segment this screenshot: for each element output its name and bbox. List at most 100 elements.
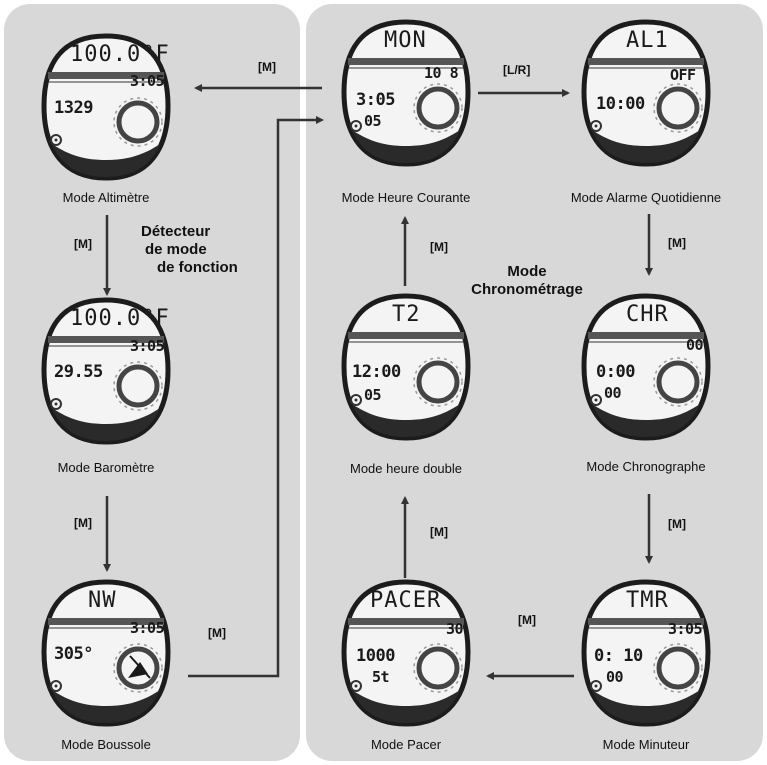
lcd-top-reading: T2 <box>392 302 421 327</box>
mode-caption-alarm: Mode Alarme Quotidienne <box>570 190 722 205</box>
watch-bezel-band <box>52 690 160 723</box>
lcd-separator-bar <box>348 618 464 625</box>
watch-display-dual-time <box>340 292 472 442</box>
watch-bezel-band <box>52 144 160 177</box>
watch-display-barometer <box>40 296 172 446</box>
watch-display-alarm <box>580 18 712 168</box>
lcd-time: 3:05 <box>130 72 165 90</box>
transition-label: [M] <box>518 613 536 627</box>
lcd-time: 3:05 <box>130 619 165 637</box>
lcd-seconds: 00 <box>606 668 624 686</box>
analog-dial <box>416 360 460 404</box>
lcd-top-reading: NW <box>88 588 117 613</box>
watch-bezel-band <box>352 130 460 163</box>
title-line: de fonction <box>157 259 238 276</box>
title-line: Détecteur <box>141 223 211 240</box>
mode-indicator-icon <box>50 134 62 146</box>
watch-display-pacer <box>340 578 472 728</box>
analog-dial <box>656 646 700 690</box>
watch-display-altimeter <box>40 32 172 182</box>
transition-label: [M] <box>430 525 448 539</box>
watch-face-graphic <box>41 297 171 445</box>
lcd-time: 12:00 <box>352 362 401 382</box>
lcd-alarm-time: 10:00 <box>596 94 645 114</box>
analog-dial <box>416 86 460 130</box>
lcd-alarm-state: OFF <box>670 66 696 84</box>
mode-caption-chronograph: Mode Chronographe <box>586 459 706 474</box>
lcd-seconds: 00 <box>604 384 622 402</box>
transition-label: [M] <box>208 626 226 640</box>
mode-indicator-icon <box>350 120 362 132</box>
mode-caption-pacer: Mode Pacer <box>370 737 442 752</box>
watch-face-graphic <box>341 293 471 441</box>
lcd-separator-bar <box>48 72 164 79</box>
lcd-separator-bar <box>348 332 464 339</box>
lcd-top-reading: PACER <box>370 588 442 613</box>
watch-bezel-band <box>592 690 700 723</box>
watch-display-current-time <box>340 18 472 168</box>
analog-dial <box>116 100 160 144</box>
transition-label: [M] <box>74 516 92 530</box>
transition-label: [M] <box>258 60 276 74</box>
mode-indicator-icon <box>590 120 602 132</box>
mode-indicator-icon <box>590 394 602 406</box>
lcd-seconds: 05 <box>364 386 382 404</box>
analog-dial <box>656 360 700 404</box>
lcd-pressure: 29.55 <box>54 362 103 382</box>
lcd-time: 3:05 <box>356 90 395 110</box>
lcd-time: 3:05 <box>130 337 165 355</box>
watch-bezel-band <box>352 404 460 437</box>
watch-face-graphic <box>581 579 711 727</box>
transition-label: [M] <box>668 236 686 250</box>
lcd-top-reading: TMR <box>626 588 669 613</box>
lcd-top-reading: MON <box>384 28 427 53</box>
lcd-top-reading: CHR <box>626 302 669 327</box>
mode-indicator-icon <box>50 398 62 410</box>
mode-indicator-icon <box>350 680 362 692</box>
lcd-separator-bar <box>588 618 704 625</box>
lcd-countdown: 0: 10 <box>594 646 643 666</box>
analog-dial <box>656 86 700 130</box>
mode-caption-barometer: Mode Baromètre <box>57 460 155 475</box>
watch-face-graphic <box>41 33 171 181</box>
timekeeping-title: Mode Chronométrage <box>452 263 602 299</box>
lcd-top-reading: AL1 <box>626 28 669 53</box>
lcd-separator-bar <box>588 332 704 339</box>
title-line: Mode <box>507 263 547 280</box>
transition-label: [M] <box>430 240 448 254</box>
watch-bezel-band <box>592 404 700 437</box>
lcd-separator-bar <box>588 58 704 65</box>
analog-dial <box>116 646 160 690</box>
lcd-seconds: 05 <box>364 112 382 130</box>
transition-label: [M] <box>74 237 92 251</box>
mode-caption-altimeter: Mode Altimètre <box>62 190 150 205</box>
watch-display-timer <box>580 578 712 728</box>
watch-face-graphic <box>41 579 171 727</box>
analog-dial <box>116 364 160 408</box>
watch-face-graphic <box>581 19 711 167</box>
mode-caption-current-time: Mode Heure Courante <box>341 190 471 205</box>
transition-label: [L/R] <box>503 63 531 77</box>
watch-face-graphic <box>341 579 471 727</box>
watch-face-graphic <box>581 293 711 441</box>
mode-caption-timer: Mode Minuteur <box>602 737 690 752</box>
analog-dial <box>416 646 460 690</box>
watch-display-compass <box>40 578 172 728</box>
watch-bezel-band <box>352 690 460 723</box>
lcd-elapsed: 0:00 <box>596 362 635 382</box>
lcd-separator-bar <box>348 58 464 65</box>
mode-indicator-icon <box>50 680 62 692</box>
lcd-heading: 305° <box>54 644 93 664</box>
function-detector-title: Détecteur de mode de fonction <box>141 223 238 277</box>
lcd-hundredths: 00 <box>686 336 704 354</box>
watch-display-chronograph <box>580 292 712 442</box>
watch-bezel-band <box>592 130 700 163</box>
lcd-pacer-unit: 5t <box>372 668 390 686</box>
mode-caption-dual-time: Mode heure double <box>349 461 463 476</box>
mode-caption-compass: Mode Boussole <box>61 737 151 752</box>
watch-face-graphic <box>341 19 471 167</box>
lcd-top-reading: 100.0°F <box>70 42 170 67</box>
lcd-pacer-value: 1000 <box>356 646 395 666</box>
lcd-pace: 30 <box>446 620 464 638</box>
